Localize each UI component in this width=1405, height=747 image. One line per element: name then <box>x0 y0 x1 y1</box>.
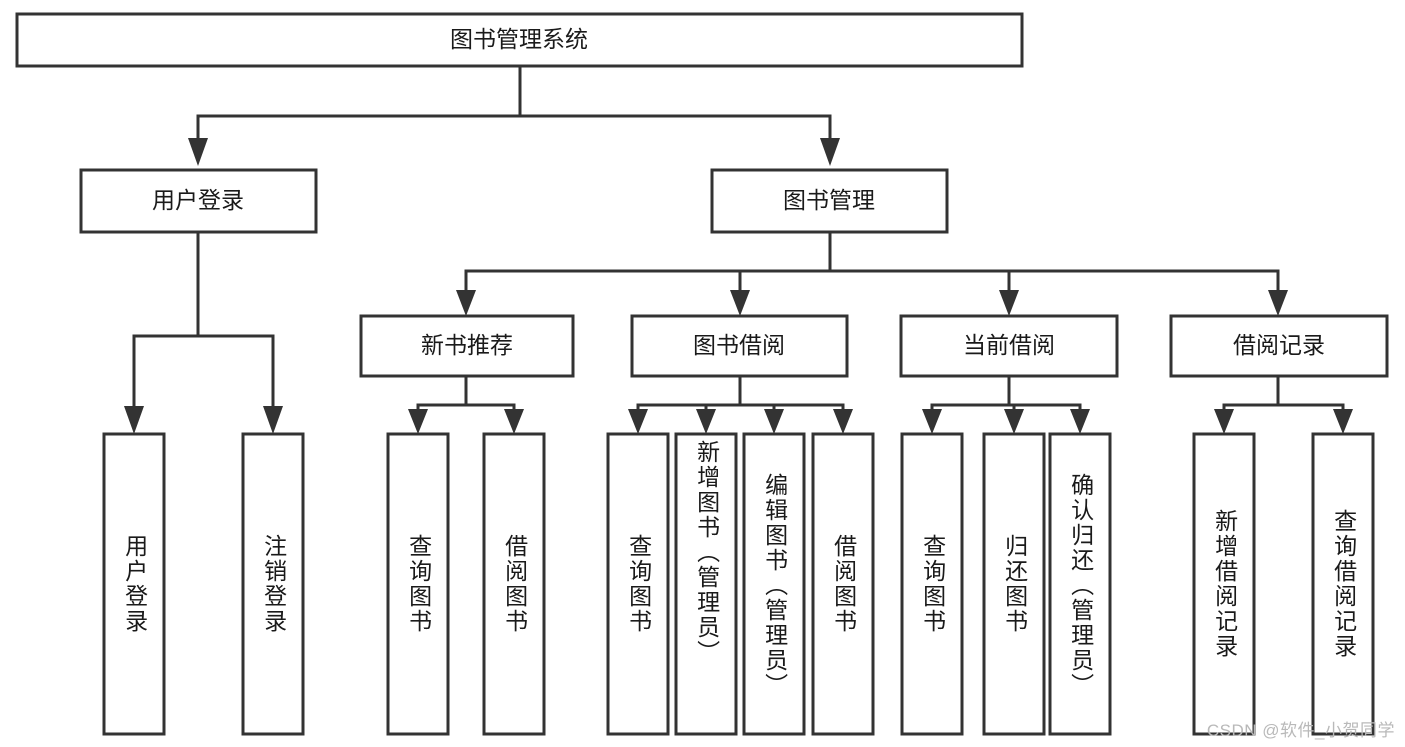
arrow-leaf-add-record <box>1214 409 1234 434</box>
connector-group-root <box>188 64 840 166</box>
node-new-book-recommend[interactable]: 新书推荐 <box>359 314 575 378</box>
node-book-manage[interactable]: 图书管理 <box>710 168 949 234</box>
leaf-box-query-book-1[interactable] <box>386 432 450 736</box>
node-user-login[interactable]: 用户登录 <box>79 168 318 234</box>
arrow-new-book-recommend <box>456 290 476 316</box>
arrow-leaf-edit-book <box>764 409 784 434</box>
arrow-leaf-query-book-1 <box>408 409 428 434</box>
connector-group-new-book-recommend <box>408 374 524 434</box>
node-new-book-recommend-label: 新书推荐 <box>421 332 513 358</box>
leaf-box-logout-login[interactable] <box>241 432 305 736</box>
csdn-watermark: CSDN @软件_小贺同学 <box>1206 721 1395 740</box>
node-book-manage-box <box>710 168 949 234</box>
arrow-book-borrow <box>730 290 750 316</box>
arrow-user-login <box>188 138 208 166</box>
arrow-leaf-borrow-book-1 <box>504 409 524 434</box>
node-user-login-box <box>79 168 318 234</box>
connector-group-current-borrow <box>922 374 1090 434</box>
arrow-leaf-logout-login <box>263 406 283 434</box>
node-new-book-recommend-box <box>359 314 575 378</box>
leaf-box-borrow-book-1[interactable] <box>482 432 546 736</box>
leaf-box-add-book[interactable] <box>674 432 738 736</box>
arrow-leaf-query-book-2 <box>628 409 648 434</box>
arrow-book-manage <box>820 138 840 166</box>
connector-group-book-borrow <box>628 374 853 434</box>
node-user-login-label: 用户登录 <box>152 187 244 213</box>
arrow-leaf-return-book <box>1004 409 1024 434</box>
arrow-leaf-add-book <box>696 409 716 434</box>
leaf-box-user-login[interactable] <box>102 432 166 736</box>
arrow-borrow-record <box>1268 290 1288 316</box>
leaf-box-borrow-book-2[interactable] <box>811 432 875 736</box>
arrow-leaf-query-book-3 <box>922 409 942 434</box>
leaf-boxes <box>102 432 1375 736</box>
connector-group-user-login <box>124 230 283 434</box>
leaf-box-add-record[interactable] <box>1192 432 1256 736</box>
arrow-leaf-user-login <box>124 406 144 434</box>
connector-group-book-manage <box>456 230 1288 316</box>
node-current-borrow-box <box>899 314 1119 378</box>
arrow-leaf-confirm-return <box>1070 409 1090 434</box>
node-current-borrow[interactable]: 当前借阅 <box>899 314 1119 378</box>
node-book-manage-label: 图书管理 <box>783 187 875 213</box>
node-root-box <box>15 12 1024 68</box>
leaf-box-query-book-2[interactable] <box>606 432 670 736</box>
leaf-box-query-record[interactable] <box>1311 432 1375 736</box>
node-book-borrow[interactable]: 图书借阅 <box>630 314 849 378</box>
node-borrow-record-label: 借阅记录 <box>1233 332 1325 358</box>
arrow-leaf-borrow-book-2 <box>833 409 853 434</box>
node-borrow-record[interactable]: 借阅记录 <box>1169 314 1389 378</box>
leaf-box-query-book-3[interactable] <box>900 432 964 736</box>
node-root[interactable]: 图书管理系统 <box>15 12 1024 68</box>
arrow-leaf-query-record <box>1333 409 1353 434</box>
node-borrow-record-box <box>1169 314 1389 378</box>
leaf-box-return-book[interactable] <box>982 432 1046 736</box>
leaf-box-confirm-return[interactable] <box>1048 432 1112 736</box>
connector-group-borrow-record <box>1214 374 1353 434</box>
node-root-label: 图书管理系统 <box>450 26 588 52</box>
leaf-box-edit-book[interactable] <box>742 432 806 736</box>
node-current-borrow-label: 当前借阅 <box>963 332 1055 358</box>
node-book-borrow-box <box>630 314 849 378</box>
arrow-current-borrow <box>999 290 1019 316</box>
node-book-borrow-label: 图书借阅 <box>693 332 785 358</box>
